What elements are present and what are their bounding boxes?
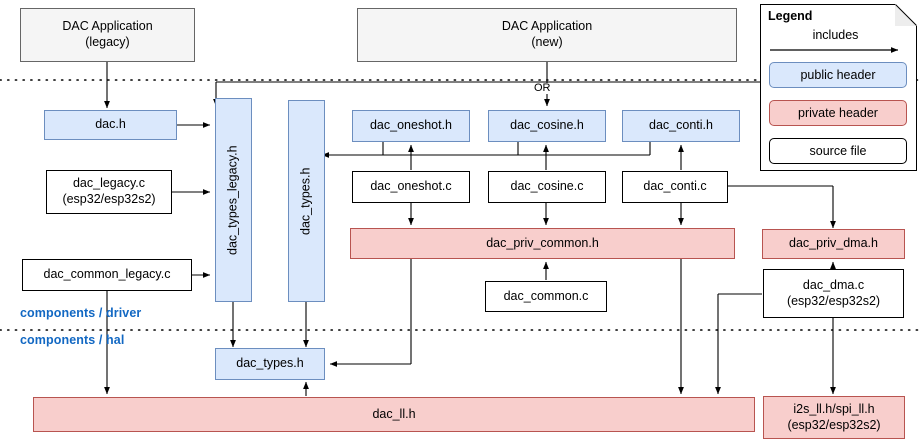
zone-label-components-hal: components / hal bbox=[20, 333, 125, 347]
node-label: dac_types_legacy.h bbox=[225, 145, 240, 255]
node-label: dac_cosine.h bbox=[510, 118, 584, 133]
node-label: dac_conti.h bbox=[649, 118, 713, 133]
node-dac-oneshot-c[interactable]: dac_oneshot.c bbox=[352, 171, 470, 203]
node-dac-ll-h[interactable]: dac_ll.h bbox=[33, 397, 755, 432]
legend-item-source-file[interactable]: source file bbox=[769, 138, 907, 164]
node-label: DAC Application (new) bbox=[501, 19, 593, 49]
zone-label-components-driver: components / driver bbox=[20, 306, 142, 320]
node-dac-types-h-driver[interactable]: dac_types.h bbox=[288, 100, 325, 302]
node-dac-conti-c[interactable]: dac_conti.c bbox=[622, 171, 728, 203]
legend-item-label: source file bbox=[809, 144, 867, 158]
legend-fold-corner bbox=[895, 4, 917, 26]
node-label: dac_legacy.c (esp32/esp32s2) bbox=[62, 176, 156, 206]
node-label: dac_oneshot.c bbox=[370, 179, 452, 194]
node-label: dac_conti.c bbox=[643, 179, 707, 194]
node-i2s-spi-ll-h[interactable]: i2s_ll.h/spi_ll.h (esp32/esp32s2) bbox=[763, 396, 905, 439]
legend-item-private-header[interactable]: private header bbox=[769, 100, 907, 126]
node-dac-types-legacy-h[interactable]: dac_types_legacy.h bbox=[215, 98, 252, 302]
node-dac-conti-h[interactable]: dac_conti.h bbox=[622, 110, 740, 142]
legend-includes-label: includes bbox=[812, 28, 859, 42]
legend-item-label: private header bbox=[798, 106, 878, 120]
node-dac-types-h-hal[interactable]: dac_types.h bbox=[215, 348, 325, 380]
node-dac-h[interactable]: dac.h bbox=[44, 110, 177, 140]
node-label: dac_ll.h bbox=[372, 406, 416, 421]
node-dac-priv-dma-h[interactable]: dac_priv_dma.h bbox=[762, 229, 905, 259]
node-label: dac_priv_common.h bbox=[486, 235, 599, 250]
node-dac-common-legacy-c[interactable]: dac_common_legacy.c bbox=[22, 259, 192, 291]
node-label: dac_common_legacy.c bbox=[43, 267, 171, 282]
legend-item-public-header[interactable]: public header bbox=[769, 62, 907, 88]
node-dac-oneshot-h[interactable]: dac_oneshot.h bbox=[352, 110, 470, 142]
node-label: dac_types.h bbox=[236, 356, 304, 371]
node-dac-dma-c[interactable]: dac_dma.c (esp32/esp32s2) bbox=[763, 269, 904, 318]
node-dac-priv-common-h[interactable]: dac_priv_common.h bbox=[350, 228, 735, 259]
node-label: DAC Application (legacy) bbox=[62, 19, 153, 49]
or-label: OR bbox=[533, 82, 552, 94]
legend-title: Legend bbox=[768, 9, 813, 23]
node-dac-application-new[interactable]: DAC Application (new) bbox=[357, 8, 737, 62]
node-dac-legacy-c[interactable]: dac_legacy.c (esp32/esp32s2) bbox=[46, 170, 172, 214]
node-label: dac_types.h bbox=[298, 167, 313, 235]
node-label: dac_dma.c (esp32/esp32s2) bbox=[786, 277, 881, 308]
node-label: dac_oneshot.h bbox=[369, 118, 452, 133]
node-label: dac_priv_dma.h bbox=[789, 236, 878, 251]
legend-arrow-icon bbox=[770, 47, 899, 53]
node-dac-common-c[interactable]: dac_common.c bbox=[485, 281, 607, 312]
node-dac-application-legacy[interactable]: DAC Application (legacy) bbox=[20, 8, 195, 62]
legend-item-label: public header bbox=[800, 68, 876, 82]
node-label: dac.h bbox=[95, 117, 126, 132]
legend-panel: Legend includes public header private he… bbox=[760, 4, 917, 171]
node-label: dac_common.c bbox=[503, 288, 589, 303]
node-label: dac_cosine.c bbox=[510, 179, 584, 194]
node-dac-cosine-c[interactable]: dac_cosine.c bbox=[488, 171, 606, 203]
node-dac-cosine-h[interactable]: dac_cosine.h bbox=[488, 110, 606, 142]
node-label: i2s_ll.h/spi_ll.h (esp32/esp32s2) bbox=[787, 401, 881, 432]
